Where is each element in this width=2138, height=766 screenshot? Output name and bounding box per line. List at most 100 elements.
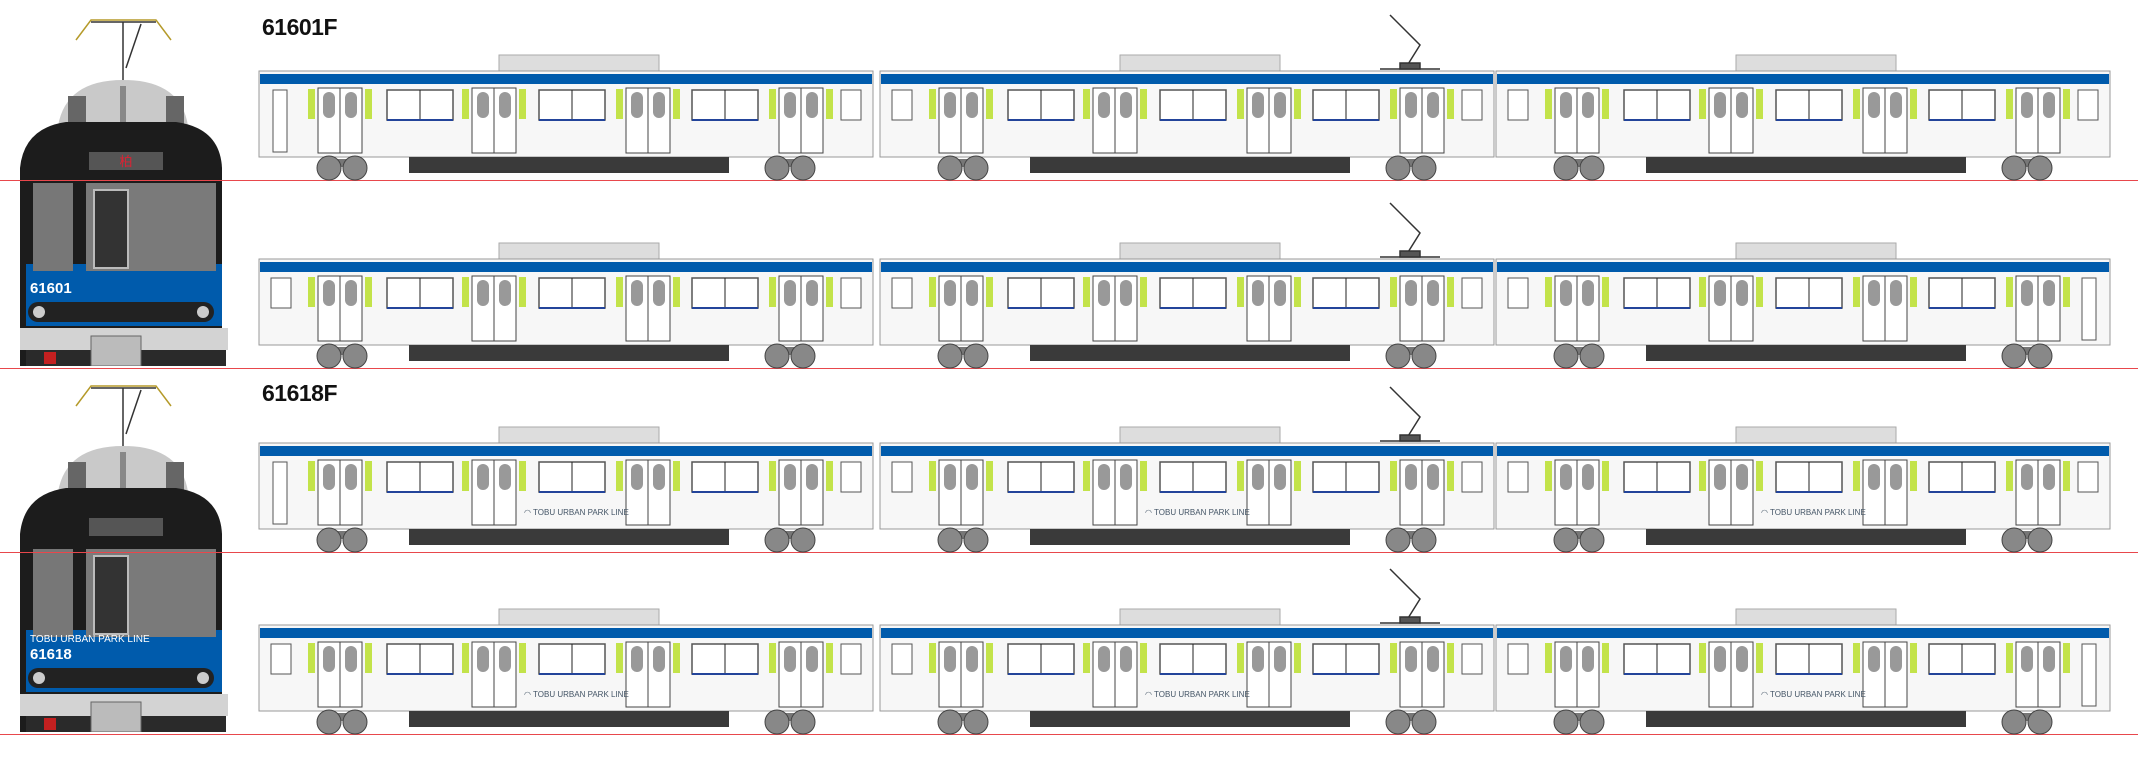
roof-ac-unit xyxy=(498,426,660,444)
window xyxy=(386,277,454,309)
roof-vent xyxy=(166,96,184,124)
headlight-icon xyxy=(33,672,45,684)
side-view-car: ◠ TOBU URBAN PARK LINE xyxy=(1495,426,2111,553)
blue-band xyxy=(881,262,1493,272)
window xyxy=(538,461,606,493)
door-accent xyxy=(462,89,469,119)
end-window xyxy=(840,277,862,309)
door-accent xyxy=(986,461,993,491)
window xyxy=(1007,89,1075,121)
door-accent xyxy=(673,461,680,491)
window xyxy=(1623,277,1691,309)
headlight-icon xyxy=(197,672,209,684)
end-window xyxy=(840,643,862,675)
roof-ac-unit xyxy=(498,54,660,72)
door-pair xyxy=(625,275,671,342)
bogie xyxy=(937,343,989,369)
car-number: 61618 xyxy=(30,646,72,663)
door-pair xyxy=(1862,459,1908,526)
window xyxy=(691,277,759,309)
door-pair xyxy=(625,641,671,708)
door-accent xyxy=(462,277,469,307)
door-accent xyxy=(826,277,833,307)
door-pair xyxy=(2015,641,2061,708)
door-accent xyxy=(2063,643,2070,673)
door-accent xyxy=(1699,461,1706,491)
side-view-car xyxy=(1495,54,2111,181)
window xyxy=(538,89,606,121)
pantograph-icon xyxy=(1380,386,1440,442)
underfloor-equipment xyxy=(1646,345,1966,361)
roof-ac-unit xyxy=(1735,426,1897,444)
door-accent xyxy=(308,89,315,119)
car-logo-text: ◠ TOBU URBAN PARK LINE xyxy=(1145,690,1250,699)
door-accent xyxy=(1602,89,1609,119)
end-window xyxy=(2081,643,2097,707)
rail-line xyxy=(0,734,2138,735)
window xyxy=(1159,643,1227,675)
roof-ac-unit xyxy=(1735,608,1897,626)
window xyxy=(1623,461,1691,493)
window xyxy=(1159,277,1227,309)
door-accent xyxy=(1237,461,1244,491)
car-number: 61601 xyxy=(30,280,72,297)
door-accent xyxy=(616,461,623,491)
door-pair xyxy=(1246,641,1292,708)
roof-mast xyxy=(120,452,126,490)
car-logo-text: ◠ TOBU URBAN PARK LINE xyxy=(1761,508,1866,517)
door-accent xyxy=(1853,643,1860,673)
window xyxy=(1928,89,1996,121)
front-logo-text: TOBU URBAN PARK LINE xyxy=(30,634,150,645)
door-accent xyxy=(1140,643,1147,673)
window xyxy=(691,643,759,675)
window xyxy=(1007,277,1075,309)
window xyxy=(1775,461,1843,493)
door-pair xyxy=(1246,275,1292,342)
door-accent xyxy=(1390,89,1397,119)
blue-band xyxy=(881,446,1493,456)
door-accent xyxy=(519,461,526,491)
cab-window-left xyxy=(33,549,73,637)
end-window xyxy=(1507,461,1529,493)
door-pair xyxy=(2015,87,2061,154)
door-accent xyxy=(986,643,993,673)
underfloor-equipment xyxy=(1030,711,1350,727)
door-pair xyxy=(778,275,824,342)
door-pair xyxy=(778,87,824,154)
door-accent xyxy=(929,277,936,307)
car-logo-text: ◠ TOBU URBAN PARK LINE xyxy=(524,508,629,517)
end-window xyxy=(2081,277,2097,341)
side-view-car: ◠ TOBU URBAN PARK LINE xyxy=(879,386,1495,553)
roof-ac-unit xyxy=(1735,54,1897,72)
door-pair xyxy=(1554,87,1600,154)
cab-window-left xyxy=(33,183,73,271)
window xyxy=(1928,643,1996,675)
door-accent xyxy=(769,277,776,307)
door-accent xyxy=(1294,643,1301,673)
end-window xyxy=(1507,277,1529,309)
door-pair xyxy=(625,459,671,526)
blue-band xyxy=(1497,74,2109,84)
pantograph-icon xyxy=(75,19,172,80)
door-pair xyxy=(471,87,517,154)
door-accent xyxy=(929,461,936,491)
door-accent xyxy=(1756,643,1763,673)
window xyxy=(1928,461,1996,493)
end-window xyxy=(891,277,913,309)
door-pair xyxy=(1092,87,1138,154)
door-pair xyxy=(471,275,517,342)
door-accent xyxy=(1545,643,1552,673)
end-window xyxy=(270,277,292,309)
underfloor-equipment xyxy=(409,157,729,173)
door-accent xyxy=(986,277,993,307)
end-window xyxy=(891,461,913,493)
blue-band xyxy=(260,74,872,84)
window xyxy=(1623,643,1691,675)
window xyxy=(1159,461,1227,493)
blue-band xyxy=(260,262,872,272)
door-accent xyxy=(1237,277,1244,307)
door-accent xyxy=(365,643,372,673)
window xyxy=(1623,89,1691,121)
end-window xyxy=(2077,461,2099,493)
bogie xyxy=(2001,709,2053,735)
